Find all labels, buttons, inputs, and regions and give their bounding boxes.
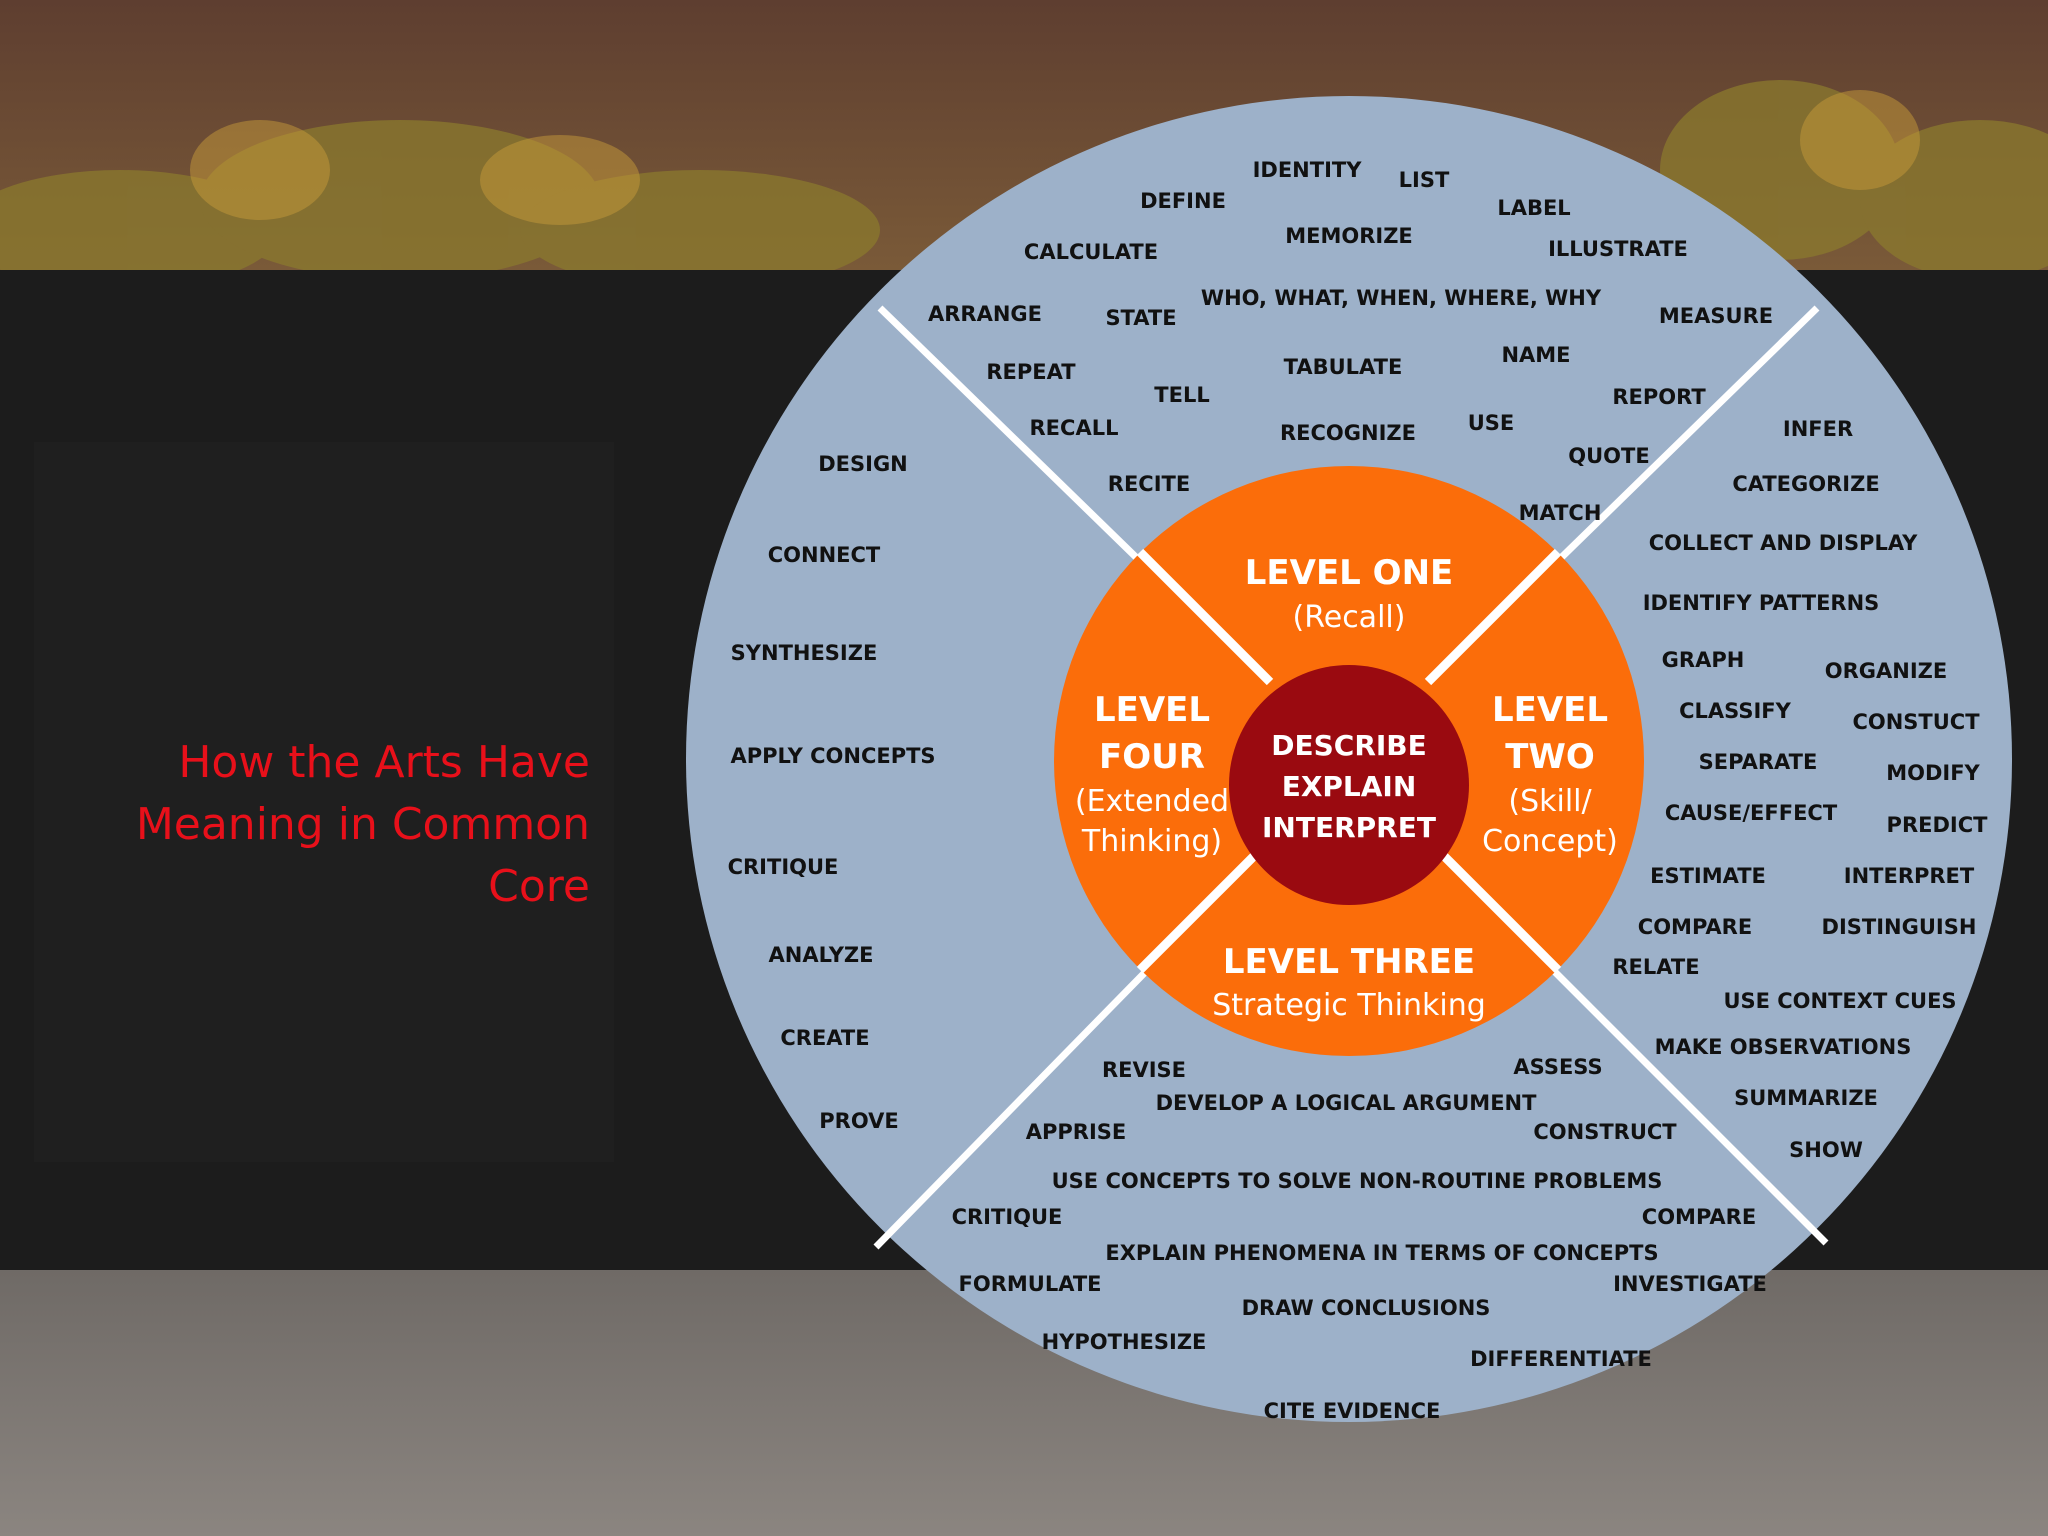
word: DEVELOP A LOGICAL ARGUMENT <box>1156 1091 1538 1115</box>
level-divider-nw <box>1136 548 1274 686</box>
word: ARRANGE <box>928 302 1042 326</box>
word: CONNECT <box>768 543 881 567</box>
word: STATE <box>1105 306 1176 330</box>
word: SUMMARIZE <box>1734 1086 1878 1110</box>
word: EXPLAIN PHENOMENA IN TERMS OF CONCEPTS <box>1105 1241 1658 1265</box>
word: LABEL <box>1497 196 1570 220</box>
core-word-describe: DESCRIBE <box>1271 729 1427 762</box>
word: REVISE <box>1102 1058 1186 1082</box>
word: INVESTIGATE <box>1613 1272 1767 1296</box>
word: WHO, WHAT, WHEN, WHERE, WHY <box>1201 286 1602 310</box>
word: RECOGNIZE <box>1280 421 1416 445</box>
level-four-words: DESIGN CONNECT SYNTHESIZE APPLY CONCEPTS… <box>728 452 936 1133</box>
word: CONSTUCT <box>1852 710 1980 734</box>
word: ASSESS <box>1513 1055 1602 1079</box>
level-two-title-line2: TWO <box>1505 737 1595 777</box>
word: ESTIMATE <box>1650 864 1766 888</box>
word: PROVE <box>819 1109 898 1133</box>
word: APPLY CONCEPTS <box>730 744 935 768</box>
word: RELATE <box>1612 955 1699 979</box>
word: TABULATE <box>1284 355 1403 379</box>
word: COLLECT AND DISPLAY <box>1649 531 1918 555</box>
level-four-subtitle-line1: (Extended <box>1075 784 1229 819</box>
core-word-explain: EXPLAIN <box>1282 770 1417 803</box>
word: IDENTIFY PATTERNS <box>1643 591 1880 615</box>
word: ANALYZE <box>769 943 874 967</box>
word: DRAW CONCLUSIONS <box>1242 1296 1491 1320</box>
level-three-subtitle: Strategic Thinking <box>1212 988 1486 1023</box>
word: MEMORIZE <box>1285 224 1413 248</box>
word: LIST <box>1399 168 1450 192</box>
level-two-title-line1: LEVEL <box>1492 690 1608 730</box>
word: ILLUSTRATE <box>1548 237 1688 261</box>
word: DIFFERENTIATE <box>1470 1347 1652 1371</box>
level-one-title: LEVEL ONE <box>1245 553 1454 593</box>
word: RECITE <box>1108 472 1190 496</box>
word: IDENTITY <box>1253 158 1363 182</box>
level-one-subtitle: (Recall) <box>1293 600 1406 635</box>
word: INTERPRET <box>1844 864 1975 888</box>
slide-title: How the Arts Have Meaning in Common Core <box>135 737 590 912</box>
word: FORMULATE <box>959 1272 1102 1296</box>
word: COMPARE <box>1638 915 1752 939</box>
word: REPORT <box>1612 385 1706 409</box>
word: INFER <box>1783 417 1853 441</box>
word: USE CONTEXT CUES <box>1723 989 1956 1013</box>
level-two-subtitle-line2: Concept) <box>1482 824 1618 859</box>
core-word-interpret: INTERPRET <box>1262 811 1436 844</box>
word: HYPOTHESIZE <box>1042 1330 1207 1354</box>
word: MAKE OBSERVATIONS <box>1655 1035 1912 1059</box>
word: CRITIQUE <box>952 1205 1063 1229</box>
title-panel: How the Arts Have Meaning in Common Core <box>34 442 614 1162</box>
word: DEFINE <box>1140 189 1226 213</box>
word: CLASSIFY <box>1679 699 1792 723</box>
word: RECALL <box>1030 416 1119 440</box>
word: DESIGN <box>818 452 908 476</box>
level-three-title: LEVEL THREE <box>1223 942 1475 982</box>
word: MEASURE <box>1659 304 1773 328</box>
level-divider-se <box>1424 836 1562 974</box>
word: SYNTHESIZE <box>731 641 878 665</box>
word: CALCULATE <box>1024 240 1158 264</box>
word: USE <box>1468 411 1515 435</box>
level-four-title-line2: FOUR <box>1099 737 1205 777</box>
word: CRITIQUE <box>728 855 839 879</box>
word: TELL <box>1154 383 1209 407</box>
word: CREATE <box>780 1026 869 1050</box>
word: MODIFY <box>1886 761 1980 785</box>
word: QUOTE <box>1568 444 1649 468</box>
level-two-subtitle-line1: (Skill/ <box>1508 784 1592 819</box>
core-circle <box>1229 665 1469 905</box>
word: APPRISE <box>1026 1120 1127 1144</box>
level-four-subtitle-line2: Thinking) <box>1081 824 1222 859</box>
level-one-words: IDENTITY LIST DEFINE LABEL MEMORIZE CALC… <box>928 158 1773 525</box>
word: CATEGORIZE <box>1732 472 1879 496</box>
word: SEPARATE <box>1699 750 1818 774</box>
level-divider-ne <box>1424 548 1562 686</box>
word: CAUSE/EFFECT <box>1665 801 1838 825</box>
level-two-words: INFER CATEGORIZE COLLECT AND DISPLAY IDE… <box>1612 417 1988 1162</box>
word: ORGANIZE <box>1825 659 1947 683</box>
word: SHOW <box>1789 1138 1863 1162</box>
word: CONSTRUCT <box>1533 1120 1677 1144</box>
level-divider-sw <box>1136 836 1274 974</box>
word: REPEAT <box>986 360 1076 384</box>
word: PREDICT <box>1887 813 1989 837</box>
word: GRAPH <box>1662 648 1745 672</box>
word: USE CONCEPTS TO SOLVE NON-ROUTINE PROBLE… <box>1052 1169 1663 1193</box>
word: CITE EVIDENCE <box>1264 1399 1441 1423</box>
word: MATCH <box>1519 501 1602 525</box>
word: DISTINGUISH <box>1822 915 1977 939</box>
word: COMPARE <box>1642 1205 1756 1229</box>
level-three-words: REVISE ASSESS DEVELOP A LOGICAL ARGUMENT… <box>952 1055 1767 1423</box>
level-four-title-line1: LEVEL <box>1094 690 1210 730</box>
level-dividers <box>1136 548 1562 974</box>
word: NAME <box>1501 343 1570 367</box>
